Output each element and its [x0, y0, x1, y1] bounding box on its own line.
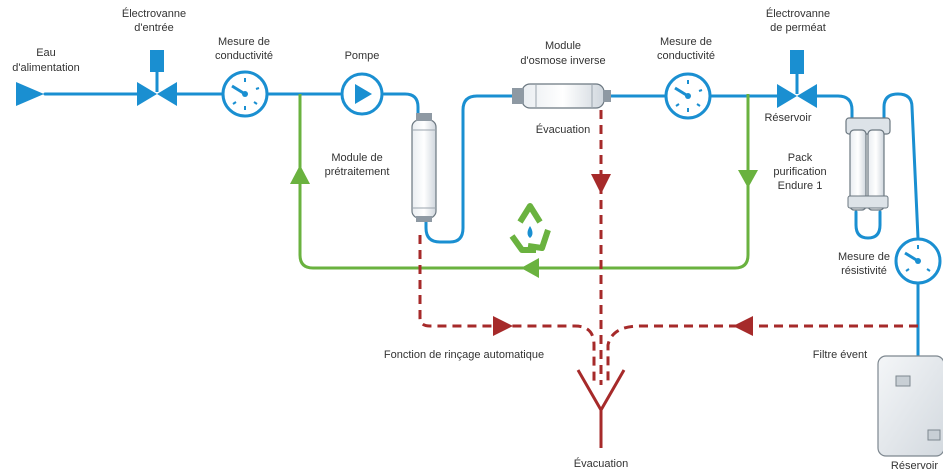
pretreatment-cartridge-icon [411, 113, 437, 222]
reservoir-tank-icon [877, 355, 943, 457]
label-cond2-a: Mesure de [660, 36, 712, 48]
label-pack-2: purification [773, 166, 826, 178]
label-eau: Eau [36, 47, 56, 59]
purification-pack-icon [845, 117, 891, 211]
label-pompe: Pompe [345, 50, 380, 62]
recycle-icon [509, 203, 551, 253]
drain-lines [418, 110, 918, 385]
resistivity-gauge-icon [894, 237, 942, 285]
label-resist-1: Mesure de [838, 251, 890, 263]
water-lines [43, 92, 920, 357]
solenoid-valve-icon [137, 50, 177, 106]
label-filtre-event: Filtre évent [813, 349, 867, 361]
label-electrovanne-in-2: d'entrée [134, 22, 173, 34]
label-module-pre-2: prétraitement [325, 166, 390, 178]
label-pack-1: Pack [788, 152, 813, 164]
red-arrow-left [733, 316, 753, 336]
label-rincage: Fonction de rinçage automatique [384, 349, 544, 361]
green-arrow-down [738, 170, 758, 188]
label-reservoir-bottom: Réservoir [891, 460, 938, 472]
label-module-pre-1: Module de [331, 152, 382, 164]
conductivity-gauge-icon-2 [664, 72, 712, 120]
conductivity-gauge-icon [221, 70, 269, 118]
red-arrow-down [591, 174, 611, 194]
recirculation-lines [290, 94, 758, 278]
green-arrow-up [290, 165, 310, 184]
feed-arrow-icon [16, 82, 44, 106]
ro-module-icon [512, 83, 611, 109]
label-pack-3: Endure 1 [778, 180, 823, 192]
label-cond2-b: conductivité [657, 50, 715, 62]
labels: Eau d'alimentation Électrovanne d'entrée… [12, 7, 938, 472]
label-electrovanne-perm-2: de perméat [770, 22, 826, 34]
label-cond1-a: Mesure de [218, 36, 270, 48]
label-cond1-b: conductivité [215, 50, 273, 62]
label-evacuation-bottom: Évacuation [574, 457, 628, 470]
green-arrow-left [521, 258, 539, 278]
permeate-solenoid-valve-icon [777, 50, 817, 108]
label-osmose-1: Module [545, 40, 581, 52]
label-electrovanne-in-1: Électrovanne [122, 7, 186, 20]
label-reservoir-top: Réservoir [764, 112, 811, 124]
drain-y-icon [576, 369, 626, 448]
red-arrow-right [493, 316, 513, 336]
label-osmose-2: d'osmose inverse [520, 55, 605, 67]
pump-icon [340, 72, 384, 116]
label-evacuation-top: Évacuation [536, 123, 590, 136]
label-alimentation: d'alimentation [12, 62, 80, 74]
label-electrovanne-perm-1: Électrovanne [766, 7, 830, 20]
label-resist-2: résistivité [841, 265, 887, 277]
